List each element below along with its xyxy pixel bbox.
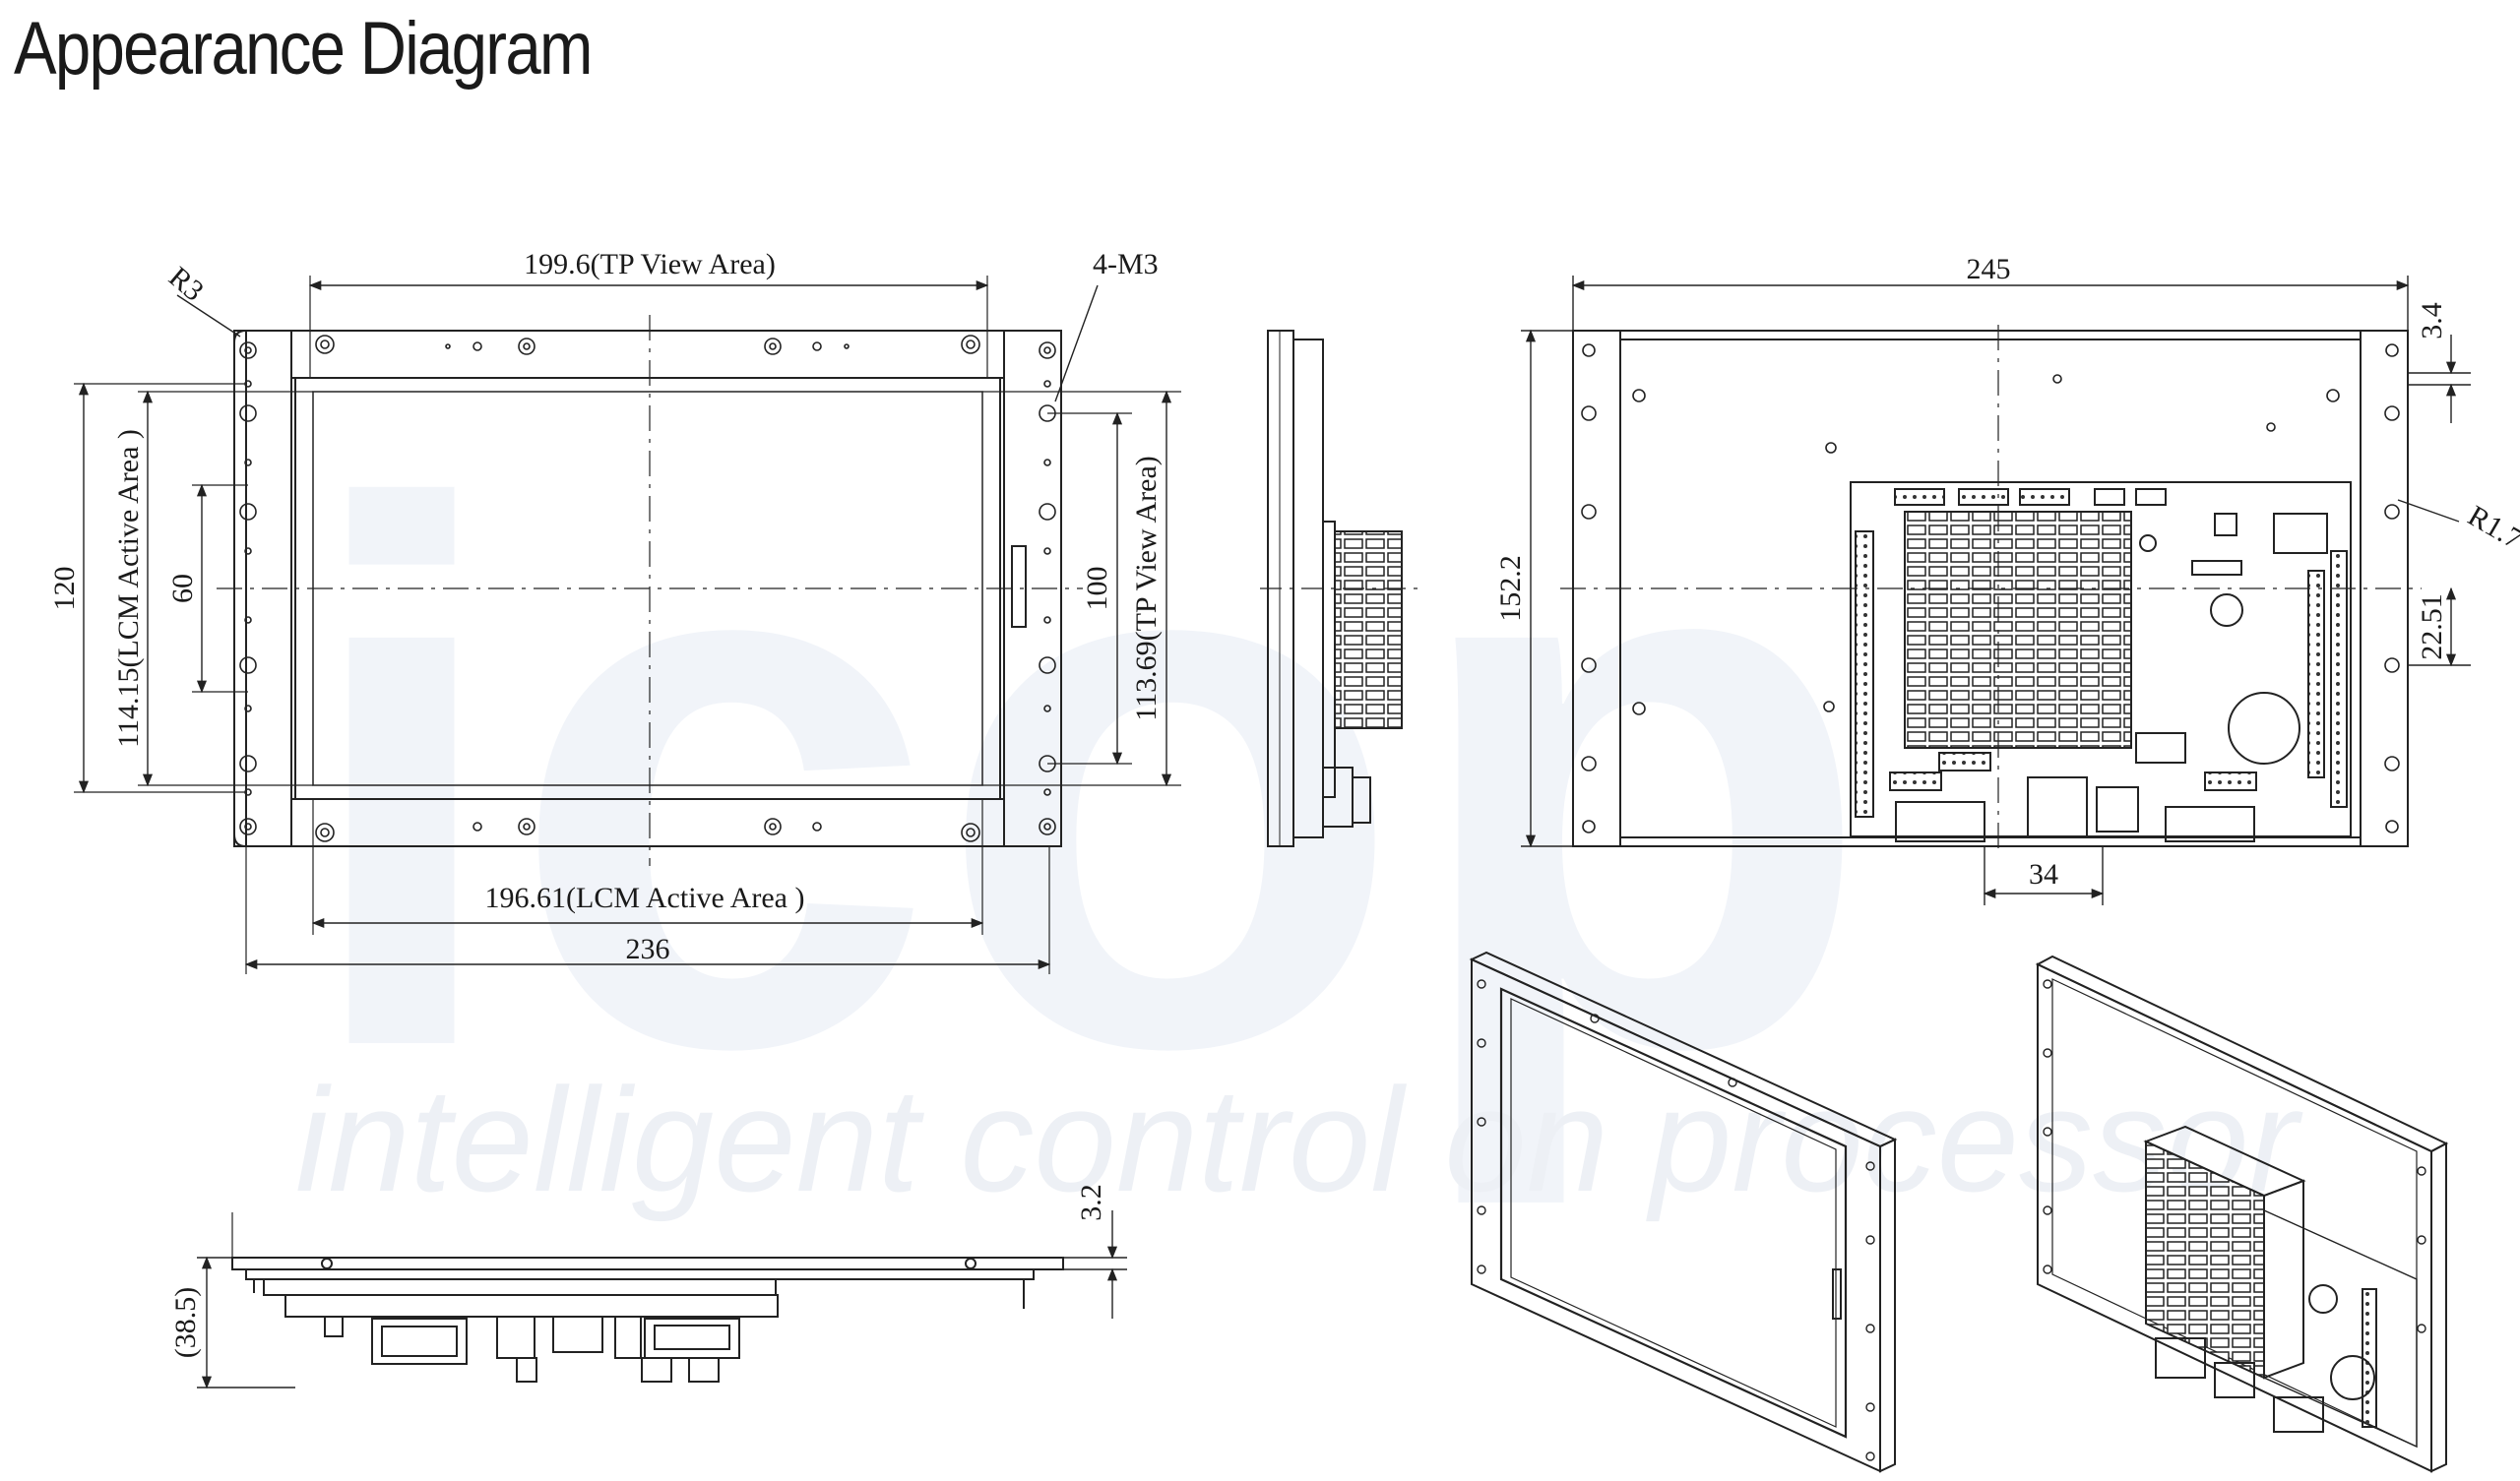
watermark-logo: icop — [295, 349, 1873, 1211]
label-depth: (38.5) — [169, 1287, 202, 1358]
side-view — [1260, 330, 1418, 847]
label-rear-width: 245 — [1967, 253, 2011, 285]
front-view-labels: R3 199.6(TP View Area) 4-M3 120 114.15(L… — [48, 248, 1163, 965]
label-edge-offset: 3.4 — [2416, 302, 2448, 339]
label-width-total: 236 — [626, 933, 670, 965]
label-height-total: 120 — [48, 567, 81, 611]
bottom-view — [197, 1210, 1127, 1389]
bottom-view-labels: 3.2 (38.5) — [169, 1184, 1107, 1358]
label-lcm-active-height: 114.15(LCM Active Area ) — [112, 429, 145, 748]
label-hole-spacing: 60 — [166, 574, 199, 603]
label-offset-right: 22.51 — [2416, 593, 2448, 660]
label-radius: R1.7 — [2463, 499, 2520, 555]
iso-rear-view — [2035, 955, 2449, 1473]
label-tp-view-width: 199.6(TP View Area) — [524, 248, 776, 280]
rear-view — [1521, 276, 2471, 905]
label-tp-view-height: 113.69(TP View Area) — [1130, 456, 1163, 721]
label-hole-spacing-right: 100 — [1081, 567, 1113, 611]
label-r3: R3 — [162, 261, 210, 308]
label-rear-height: 152.2 — [1494, 555, 1527, 622]
watermark-tagline: intelligent control on processor — [295, 1057, 2302, 1222]
label-glass-thickness: 3.2 — [1075, 1184, 1107, 1221]
label-holes: 4-M3 — [1093, 248, 1159, 280]
iso-front-view — [1469, 951, 1898, 1473]
label-lcm-active-width: 196.61(LCM Active Area ) — [485, 882, 805, 914]
page-title: Appearance Diagram — [14, 7, 593, 91]
front-view — [74, 276, 1181, 974]
label-connector-spacing: 34 — [2029, 858, 2058, 891]
watermark: icop intelligent control on processor — [295, 349, 2302, 1222]
